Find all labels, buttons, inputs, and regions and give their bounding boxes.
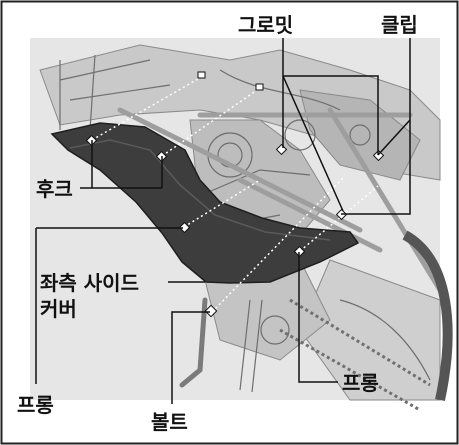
leader-lines xyxy=(35,38,411,404)
rear-tire xyxy=(402,230,453,402)
left-side-cover xyxy=(50,122,360,284)
label-prong-left: 프롱 xyxy=(17,393,54,417)
label-clip: 클립 xyxy=(381,13,418,37)
dotted-indicators xyxy=(91,74,379,313)
label-cover-line1: 좌측 사이드 xyxy=(40,271,139,295)
label-prong-right: 프롱 xyxy=(342,371,379,395)
chain xyxy=(279,298,431,412)
frame-rails xyxy=(117,107,443,293)
side-stand xyxy=(179,297,208,388)
label-cover-line2: 커버 xyxy=(40,297,77,321)
label-hook: 후크 xyxy=(36,177,73,201)
label-bolt: 볼트 xyxy=(151,410,188,434)
label-left-side-cover: 좌측 사이드 커버 xyxy=(40,270,139,322)
label-grommet: 그로밋 xyxy=(238,13,294,37)
